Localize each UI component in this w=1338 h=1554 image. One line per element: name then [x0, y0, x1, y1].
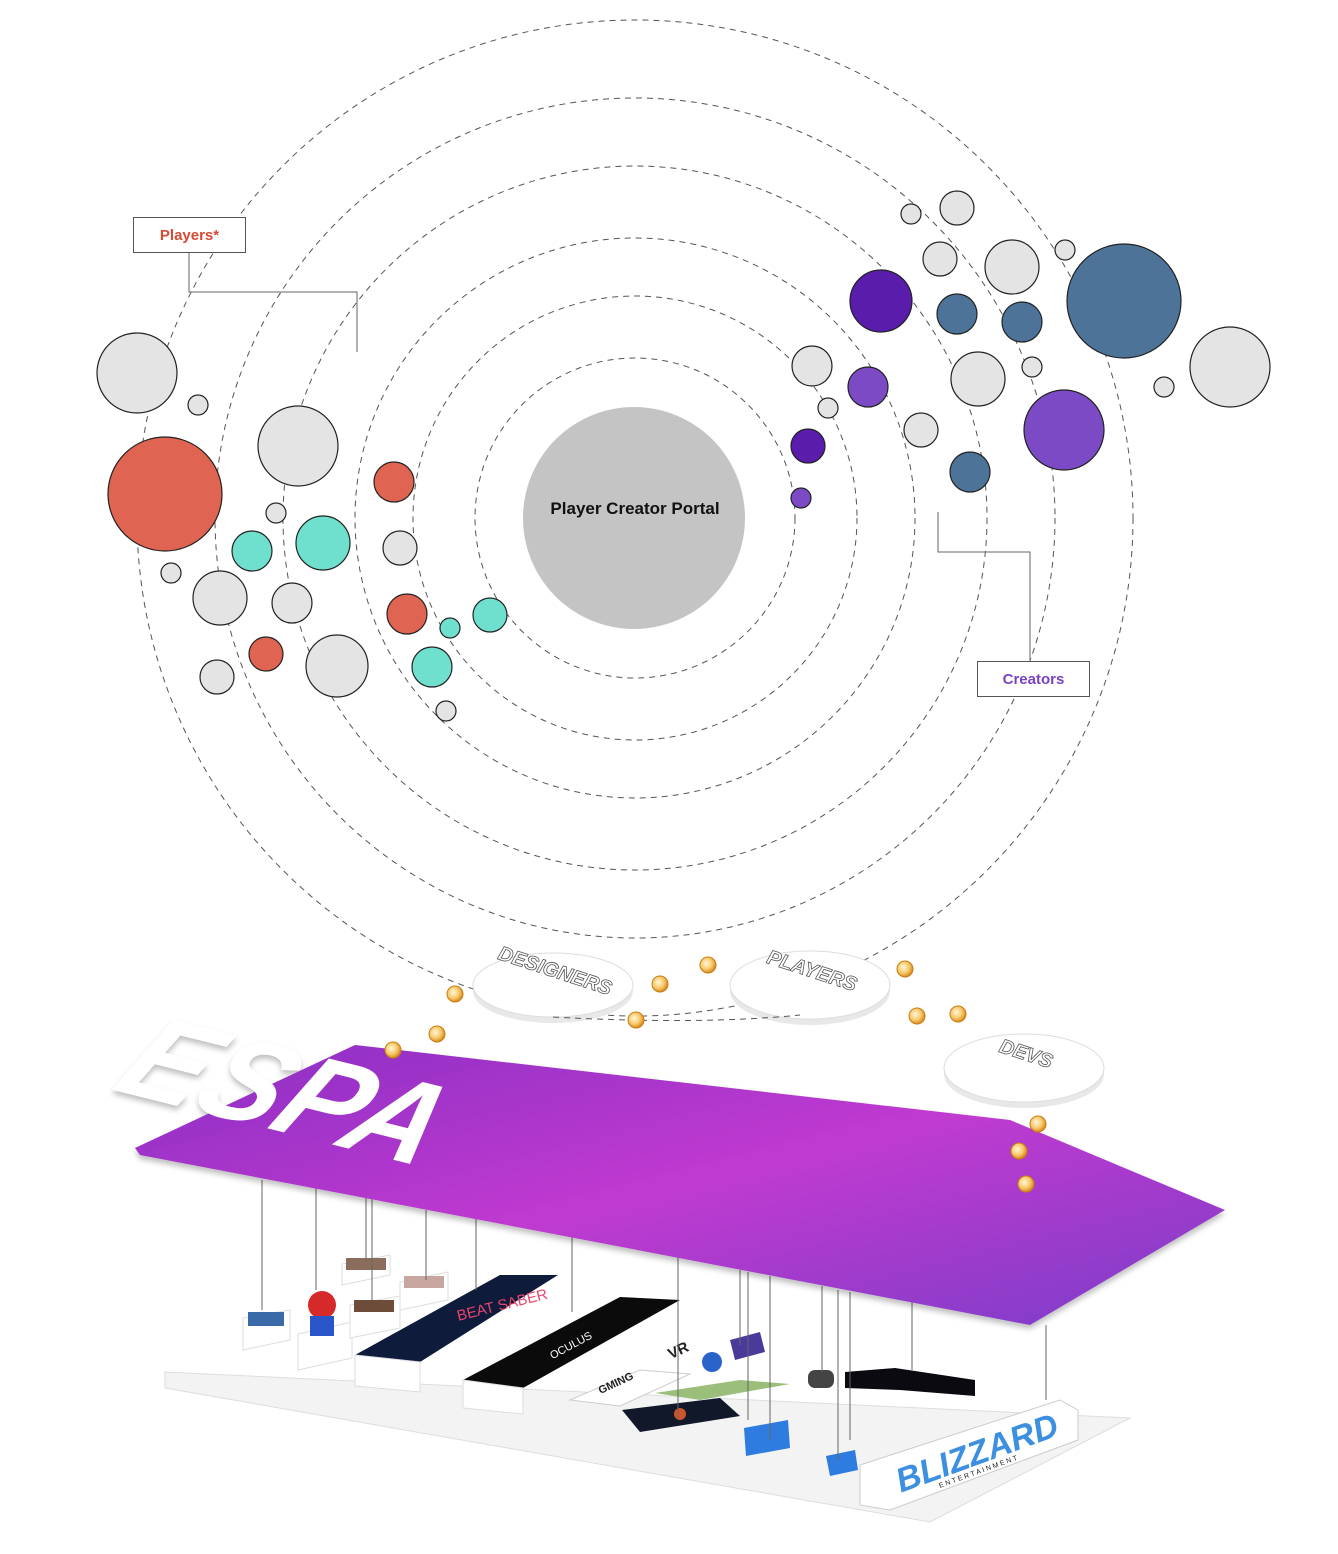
grey-participant-bubble[interactable]	[922, 241, 958, 277]
grey-participant-bubble[interactable]	[1054, 239, 1076, 261]
blue-participant-bubble[interactable]	[936, 293, 978, 335]
grey-participant-bubble[interactable]	[817, 397, 839, 419]
tile-controller[interactable]	[808, 1370, 834, 1388]
tile-oculus[interactable]: OCULUS	[462, 1297, 680, 1415]
blue-participant-bubble[interactable]	[1001, 301, 1043, 343]
token-coins	[384, 956, 1047, 1193]
player-creator-portal-node[interactable]	[523, 407, 745, 629]
token-coin-icon	[896, 960, 914, 978]
token-coin-icon	[908, 1007, 926, 1025]
tile-game-art-2[interactable]	[349, 1295, 401, 1339]
support-lines	[261, 1180, 1047, 1460]
token-coin-icon	[384, 1041, 402, 1059]
grey-participant-bubble[interactable]	[900, 203, 922, 225]
token-coin-icon	[428, 1025, 446, 1043]
grey-participant-bubble[interactable]	[950, 351, 1006, 407]
players-label: Players*	[133, 217, 246, 253]
creators-connector	[937, 512, 1031, 661]
controller-icon	[808, 1370, 834, 1388]
role-discs: DESIGNERS PLAYERS DEVS	[472, 942, 1105, 1108]
tile-vr[interactable]: VR	[665, 1339, 691, 1363]
teal-participant-bubble[interactable]	[295, 515, 351, 571]
grey-participant-bubble[interactable]	[265, 502, 287, 524]
purple_dark-participant-bubble[interactable]	[790, 428, 826, 464]
orbit-ring	[474, 357, 796, 679]
grey-participant-bubble[interactable]	[1021, 356, 1043, 378]
red-participant-bubble[interactable]	[386, 593, 428, 635]
grey-participant-bubble[interactable]	[257, 405, 339, 487]
grey-participant-bubble[interactable]	[984, 239, 1040, 295]
portal-title: Player Creator Portal	[550, 499, 720, 518]
creators-label-text: Creators	[1002, 670, 1065, 688]
token-coin-icon	[1017, 1175, 1035, 1193]
grey-participant-bubble[interactable]	[160, 562, 182, 584]
orbit-ring	[354, 237, 916, 799]
espa-platform-surface	[135, 1045, 1225, 1325]
token-coin-icon	[1029, 1115, 1047, 1133]
purple_dark-participant-bubble[interactable]	[849, 269, 913, 333]
tile-small-1[interactable]	[242, 1309, 291, 1351]
grey-participant-bubble[interactable]	[382, 530, 418, 566]
grey-participant-bubble[interactable]	[1189, 326, 1271, 408]
purple-participant-bubble[interactable]	[790, 487, 812, 509]
token-coin-icon	[1010, 1142, 1028, 1160]
tile-mario[interactable]	[297, 1291, 353, 1371]
token-coin-icon	[651, 975, 669, 993]
vr-tile-text: VR	[665, 1339, 691, 1363]
tile-game-art-3[interactable]	[399, 1271, 449, 1311]
disc-players[interactable]: PLAYERS	[729, 946, 891, 1025]
tile-sonic[interactable]	[655, 1352, 790, 1400]
grey-participant-bubble[interactable]	[791, 345, 833, 387]
grey-participant-bubble[interactable]	[199, 659, 235, 695]
tile-game-art-1[interactable]	[341, 1254, 391, 1286]
grey-participant-bubble[interactable]	[1153, 376, 1175, 398]
tile-blue-2[interactable]	[826, 1450, 858, 1476]
grey-participant-bubble[interactable]	[305, 634, 369, 698]
red-participant-bubble[interactable]	[248, 636, 284, 672]
orbit-ring	[214, 97, 1056, 939]
grey-participant-bubble[interactable]	[187, 394, 209, 416]
disc-devs[interactable]: DEVS	[943, 1033, 1105, 1108]
espa-platform[interactable]: ESPA	[95, 993, 1225, 1325]
grey-participant-bubble[interactable]	[435, 700, 457, 722]
creators-label: Creators	[977, 661, 1090, 697]
grey-participant-bubble[interactable]	[903, 412, 939, 448]
tile-beat-saber[interactable]: BEAT SABER	[354, 1275, 558, 1393]
disc-top	[943, 1033, 1105, 1103]
blue-participant-bubble[interactable]	[949, 451, 991, 493]
grey-participant-bubble[interactable]	[192, 570, 248, 626]
disc-top	[729, 950, 891, 1020]
teal-participant-bubble[interactable]	[439, 617, 461, 639]
grey-participant-bubble[interactable]	[271, 582, 313, 624]
players-label-text: Players*	[159, 226, 220, 244]
token-coin-icon	[699, 956, 717, 974]
teal-participant-bubble[interactable]	[231, 530, 273, 572]
teal-participant-bubble[interactable]	[472, 597, 508, 633]
espa-logo-text: ESPA	[95, 993, 478, 1189]
participant-bubbles	[96, 190, 1271, 722]
label-connectors	[188, 252, 1031, 661]
tile-blue-1[interactable]	[744, 1420, 790, 1456]
grey-participant-bubble[interactable]	[96, 332, 178, 414]
tile-dark-media[interactable]	[622, 1398, 740, 1432]
teal-participant-bubble[interactable]	[411, 646, 453, 688]
token-coin-icon	[446, 985, 464, 1003]
disc-connector	[552, 1014, 801, 1022]
blue-participant-bubble[interactable]	[1066, 243, 1182, 359]
purple-participant-bubble[interactable]	[1023, 389, 1105, 471]
players-connector	[188, 252, 358, 352]
sonic-character-icon	[702, 1352, 722, 1372]
grey-participant-bubble[interactable]	[939, 190, 975, 226]
tile-screen[interactable]	[845, 1368, 975, 1396]
mario-character-icon	[308, 1291, 336, 1319]
red-participant-bubble[interactable]	[107, 436, 223, 552]
token-coin-icon	[949, 1005, 967, 1023]
token-coin-icon	[627, 1011, 645, 1029]
orbit-ring	[412, 295, 858, 741]
red-participant-bubble[interactable]	[373, 461, 415, 503]
purple-participant-bubble[interactable]	[847, 366, 889, 408]
disc-designers[interactable]: DESIGNERS	[472, 942, 634, 1023]
